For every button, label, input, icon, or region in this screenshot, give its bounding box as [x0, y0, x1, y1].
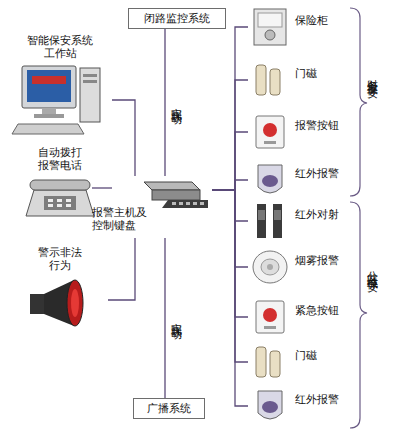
- device-item: 烟雾报警: [248, 248, 352, 286]
- device-item: 紧急按钮: [248, 298, 352, 336]
- device-item: 门磁: [248, 343, 352, 381]
- alarm-host: 报警主机及 控制键盘: [92, 176, 212, 238]
- workstation-item: 智能保安系统 工作站: [8, 34, 112, 138]
- system-box: 闭路监控系统: [128, 8, 226, 29]
- connector-line: [212, 190, 248, 406]
- door-symbol: [248, 343, 292, 381]
- door-symbol: [248, 61, 292, 99]
- node-text: 红外对射: [295, 208, 352, 221]
- group-bracket: [350, 8, 367, 196]
- computer-icon: [8, 64, 112, 140]
- button-icon: [248, 113, 292, 155]
- smoke-icon: [248, 248, 292, 290]
- connector-line: [212, 190, 248, 221]
- siren-item: 警示非法 行为: [12, 246, 108, 330]
- node-text: 红外报警: [295, 167, 352, 180]
- system-box: 广播系统: [133, 398, 205, 419]
- node-text: 门磁: [295, 349, 352, 362]
- connector-line: [212, 190, 248, 317]
- group-bracket: [350, 202, 367, 428]
- connector-line: [212, 190, 248, 362]
- connector-line: [212, 27, 248, 190]
- button-icon: [248, 298, 292, 340]
- node-text: 广播系统: [147, 402, 191, 415]
- group-label: 财务室保安: [366, 70, 378, 80]
- beam-icon: [248, 202, 292, 244]
- node-text: 闭路监控系统: [144, 12, 210, 25]
- safe-icon: [248, 8, 292, 50]
- pir-icon: [248, 161, 292, 203]
- connector-line: [112, 100, 135, 176]
- smoke-symbol: [248, 248, 292, 286]
- device-item: 门磁: [248, 61, 352, 99]
- node-text: 警示非法 行为: [34, 246, 86, 272]
- edge-label: 实现联动: [170, 99, 182, 107]
- node-text: 报警按钮: [295, 119, 352, 132]
- door-icon: [248, 343, 292, 385]
- device-item: 保险柜: [248, 8, 352, 46]
- connector-line: [108, 238, 135, 300]
- node-text: 报警主机及 控制键盘: [92, 206, 152, 232]
- device-item: 红外报警: [248, 161, 352, 199]
- computer-symbol: [8, 64, 112, 136]
- button-symbol: [248, 298, 292, 336]
- device-item: 红外对射: [248, 202, 352, 240]
- connector-line: [212, 80, 248, 190]
- button-symbol: [248, 113, 292, 151]
- host-symbol: [138, 176, 210, 212]
- siren-symbol: [12, 276, 108, 330]
- connector-line: [164, 238, 165, 398]
- siren-icon: [12, 276, 108, 334]
- node-text: 门磁: [295, 67, 352, 80]
- host-icon: [138, 176, 210, 216]
- device-item: 报警按钮: [248, 113, 352, 151]
- door-icon: [248, 61, 292, 103]
- connector-line: [92, 187, 112, 188]
- beam-symbol: [248, 202, 292, 240]
- pir-symbol: [248, 387, 292, 425]
- node-text: 烟雾报警: [295, 254, 352, 267]
- connector-line: [212, 180, 248, 190]
- pir-symbol: [248, 161, 292, 199]
- safe-symbol: [248, 8, 292, 46]
- node-text: 智能保安系统 工作站: [20, 34, 100, 60]
- connector-line: [164, 29, 165, 176]
- node-text: 保险柜: [295, 14, 352, 27]
- node-text: 自动拨打 报警电话: [32, 146, 88, 172]
- device-item: 红外报警: [248, 387, 352, 425]
- node-text: 紧急按钮: [295, 304, 352, 317]
- connector-line: [212, 132, 248, 190]
- pir-icon: [248, 387, 292, 429]
- group-label: 公共区域保安: [366, 262, 378, 274]
- node-text: 红外报警: [295, 393, 352, 406]
- edge-label: 实现联动: [170, 314, 182, 322]
- connector-line: [212, 190, 248, 267]
